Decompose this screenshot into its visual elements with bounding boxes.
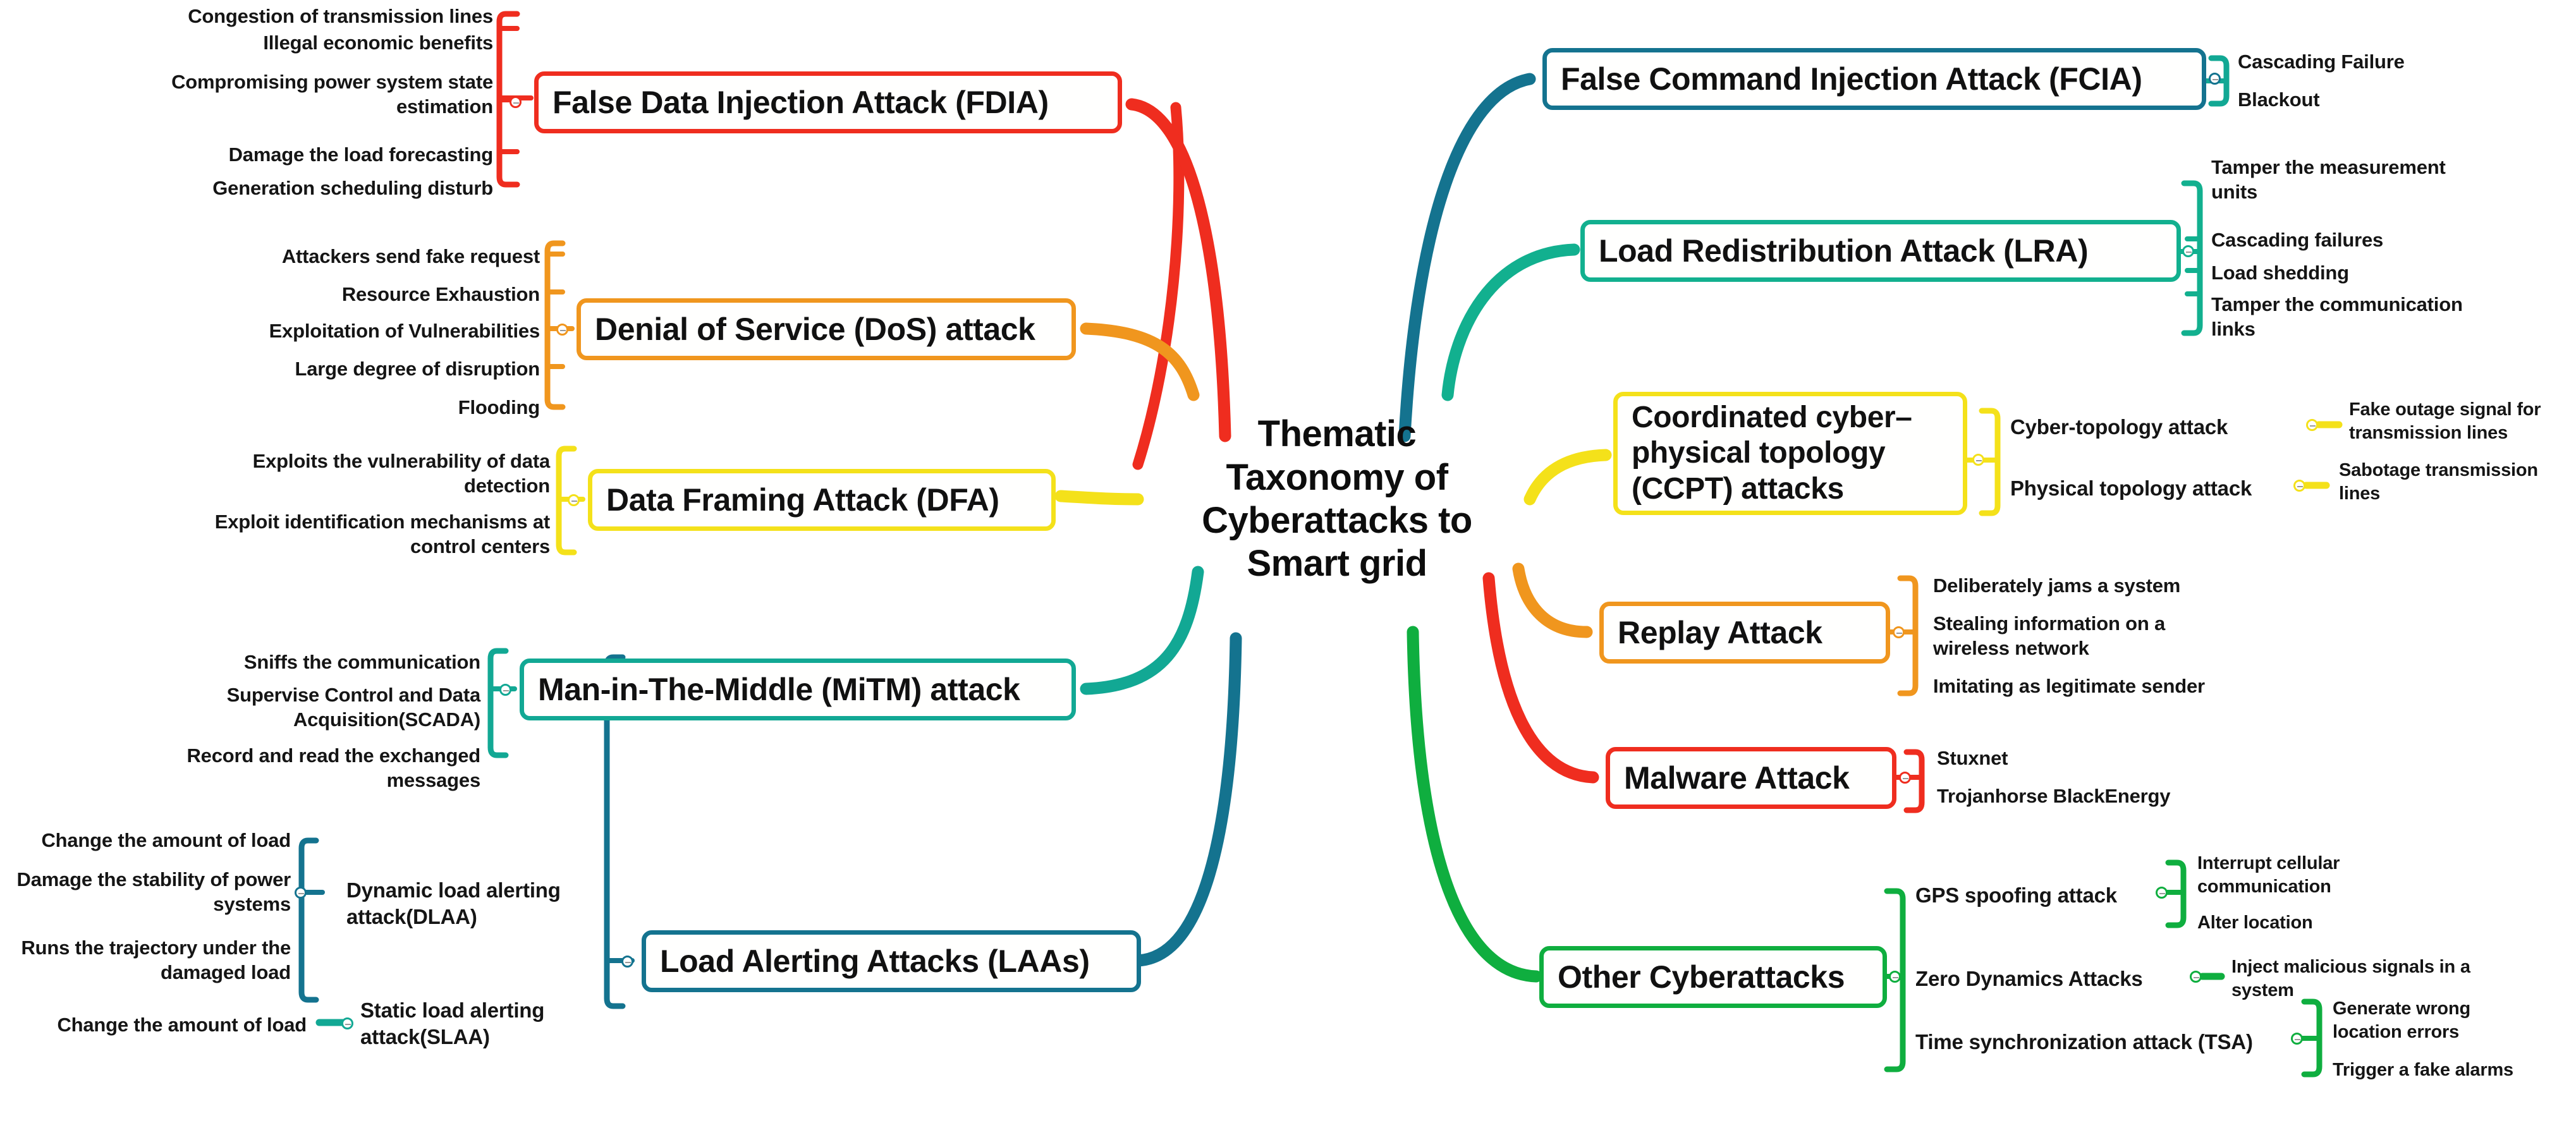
- leaf-ccpt-cyber-0: Fake outage signal for transmission line…: [2349, 399, 2541, 443]
- leaf-mitm-0: Sniffs the communication: [243, 651, 480, 673]
- collapse-dot-other[interactable]: [1889, 971, 1901, 983]
- leaf-zero-0: Inject malicious signals in a system: [2231, 957, 2470, 1000]
- collapse-dot-mitm[interactable]: [499, 684, 511, 696]
- leaf-gps-0: Interrupt cellular communication: [2197, 853, 2340, 897]
- collapse-dot-ccpt[interactable]: [1972, 454, 1984, 466]
- node-malware-label: Malware Attack: [1624, 760, 1850, 796]
- leaf-dlaa-2: Runs the trajectory under the damaged lo…: [21, 937, 291, 984]
- node-fdia-label: False Data Injection Attack (FDIA): [552, 85, 1049, 120]
- collapse-dot-tsa[interactable]: [2291, 1033, 2303, 1045]
- leaf-dlaa-1: Damage the stability of power systems: [16, 868, 291, 916]
- node-laa[interactable]: Load Alerting Attacks (LAAs): [642, 930, 1141, 992]
- leaf-fdia-1: Illegal economic benefits: [263, 32, 493, 54]
- node-dos[interactable]: Denial of Service (DoS) attack: [577, 298, 1076, 360]
- collapse-dot-dfa[interactable]: [568, 494, 580, 506]
- leaf-lra-0: Tamper the measurement units: [2211, 156, 2446, 203]
- center-node-label: Thematic Taxonomy of Cyberattacks to Sma…: [1202, 413, 1472, 585]
- collapse-dot-laa[interactable]: [621, 956, 633, 968]
- collapse-dot-malware[interactable]: [1899, 772, 1911, 784]
- leaf-malware-1: Trojanhorse BlackEnergy: [1937, 785, 2171, 807]
- collapse-dot-fdia[interactable]: [510, 96, 522, 108]
- node-ccpt-label: Coordinated cyber–physical topology (CCP…: [1632, 400, 1912, 506]
- leaf-slaa-0: Change the amount of load: [57, 1014, 307, 1036]
- node-replay[interactable]: Replay Attack: [1599, 602, 1890, 664]
- node-dfa[interactable]: Data Framing Attack (DFA): [588, 469, 1056, 531]
- leaf-fcia-1: Blackout: [2238, 88, 2320, 111]
- leaf-lra-3: Tamper the communication links: [2211, 293, 2463, 341]
- leaf-replay-2: Imitating as legitimate sender: [1933, 675, 2205, 697]
- node-other[interactable]: Other Cyberattacks: [1539, 946, 1887, 1008]
- leaf-dos-3: Large degree of disruption: [295, 358, 540, 380]
- leaf-fdia-3: Damage the load forecasting: [228, 143, 494, 166]
- collapse-dot-dlaa[interactable]: [295, 887, 307, 899]
- leaf-replay-1: Stealing information on a wireless netwo…: [1933, 612, 2166, 660]
- leaf-lra-1: Cascading failures: [2211, 229, 2384, 251]
- leaf-malware-0: Stuxnet: [1937, 747, 2008, 769]
- leaf-lra-2: Load shedding: [2211, 262, 2349, 284]
- leaf-dos-2: Exploitation of Vulnerabilities: [269, 320, 540, 342]
- leaf-dlaa-0: Change the amount of load: [41, 829, 291, 851]
- collapse-dot-replay[interactable]: [1893, 626, 1905, 638]
- leaf-dos-0: Attackers send fake request: [281, 245, 540, 267]
- collapse-dot-fcia[interactable]: [2209, 73, 2221, 85]
- leaf-tsa-0: Generate wrong location errors: [2333, 999, 2470, 1042]
- leaf-dfa-1: Exploit identification mechanisms at con…: [214, 511, 550, 558]
- collapse-dot-slaa[interactable]: [341, 1017, 353, 1029]
- node-lra-label: Load Redistribution Attack (LRA): [1599, 233, 2089, 269]
- leaf-tsa-1: Trigger a fake alarms: [2333, 1060, 2513, 1080]
- sub-ccpt-physical[interactable]: Physical topology attack: [2010, 477, 2252, 500]
- node-malware[interactable]: Malware Attack: [1606, 747, 1896, 809]
- node-dos-label: Denial of Service (DoS) attack: [595, 312, 1035, 347]
- node-laa-label: Load Alerting Attacks (LAAs): [660, 944, 1090, 979]
- leaf-mitm-1: Supervise Control and Data Acquisition(S…: [226, 684, 481, 731]
- sub-laa-dlaa[interactable]: Dynamic load alerting attack(DLAA): [346, 878, 561, 928]
- collapse-dot-lra[interactable]: [2182, 245, 2194, 257]
- leaf-fdia-2: Compromising power system state estimati…: [171, 71, 493, 118]
- sub-laa-slaa[interactable]: Static load alerting attack(SLAA): [360, 999, 545, 1048]
- node-ccpt[interactable]: Coordinated cyber–physical topology (CCP…: [1613, 392, 1967, 515]
- collapse-dot-zero-dynamics[interactable]: [2190, 971, 2202, 983]
- leaf-dos-1: Resource Exhaustion: [341, 283, 540, 305]
- node-mitm-label: Man-in-The-Middle (MiTM) attack: [538, 672, 1020, 707]
- leaf-dfa-0: Exploits the vulnerability of data detec…: [252, 450, 551, 497]
- node-replay-label: Replay Attack: [1618, 615, 1822, 650]
- collapse-dot-gps-spoofing[interactable]: [2156, 887, 2168, 899]
- leaf-gps-1: Alter location: [2197, 913, 2313, 933]
- node-mitm[interactable]: Man-in-The-Middle (MiTM) attack: [520, 659, 1076, 720]
- node-lra[interactable]: Load Redistribution Attack (LRA): [1580, 220, 2181, 282]
- node-fdia[interactable]: False Data Injection Attack (FDIA): [534, 71, 1122, 133]
- leaf-fcia-0: Cascading Failure: [2238, 51, 2405, 73]
- node-dfa-label: Data Framing Attack (DFA): [606, 482, 999, 518]
- node-fcia-label: False Command Injection Attack (FCIA): [1561, 61, 2142, 97]
- sub-other-gps[interactable]: GPS spoofing attack: [1915, 883, 2117, 907]
- leaf-fdia-0: Congestion of transmission lines: [188, 5, 493, 27]
- collapse-dot-physical-topology[interactable]: [2293, 480, 2305, 492]
- collapse-dot-dos[interactable]: [556, 324, 568, 336]
- collapse-dot-cyber-topology[interactable]: [2306, 419, 2318, 431]
- node-other-label: Other Cyberattacks: [1558, 959, 1845, 995]
- leaf-replay-0: Deliberately jams a system: [1933, 574, 2181, 597]
- sub-other-tsa[interactable]: Time synchronization attack (TSA): [1915, 1030, 2253, 1053]
- sub-other-zero[interactable]: Zero Dynamics Attacks: [1915, 967, 2143, 990]
- leaf-ccpt-physical-0: Sabotage transmission lines: [2339, 460, 2538, 504]
- leaf-mitm-2: Record and read the exchanged messages: [186, 744, 481, 792]
- center-node[interactable]: Thematic Taxonomy of Cyberattacks to Sma…: [1188, 392, 1486, 607]
- leaf-fdia-4: Generation scheduling disturb: [212, 177, 493, 199]
- sub-ccpt-cyber[interactable]: Cyber-topology attack: [2010, 415, 2228, 439]
- node-fcia[interactable]: False Command Injection Attack (FCIA): [1542, 48, 2206, 110]
- leaf-dos-4: Flooding: [458, 396, 540, 418]
